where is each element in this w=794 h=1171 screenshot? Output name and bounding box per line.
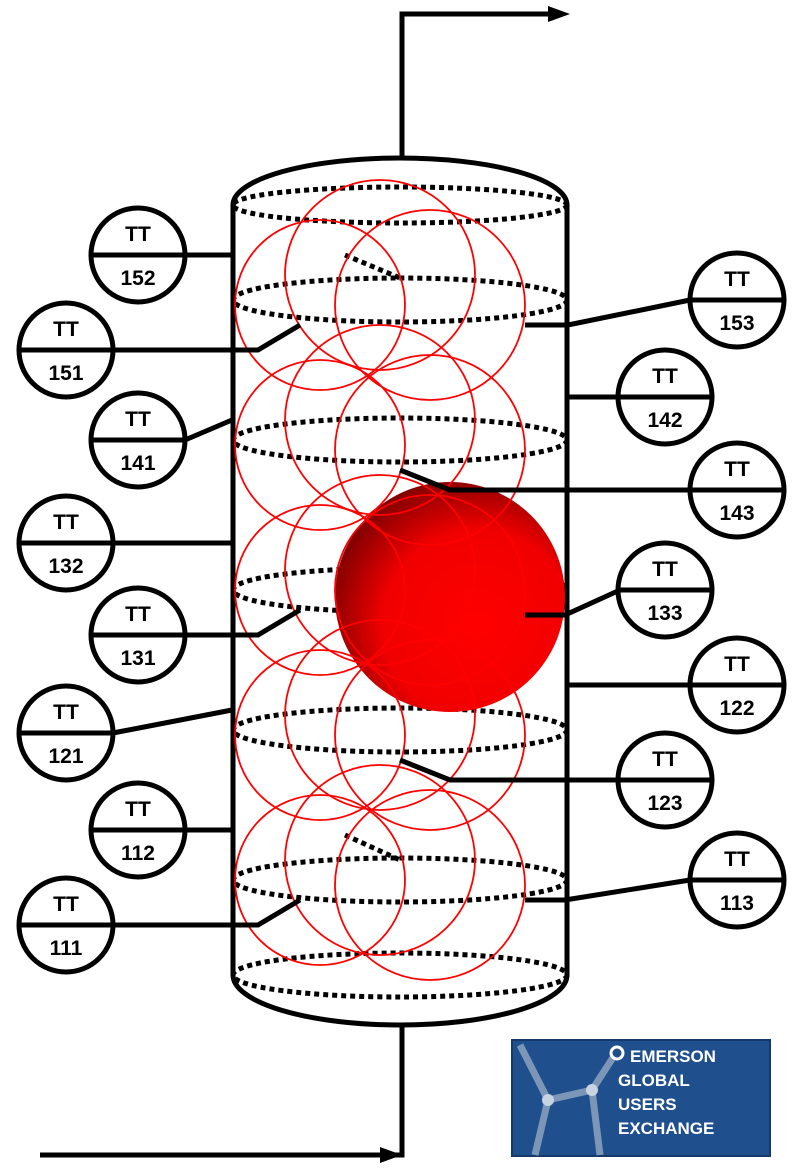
transmitter-tt152[interactable]: TT 152 (88, 205, 188, 305)
tt132-tag: TT (53, 511, 79, 534)
tt143-number: 143 (719, 502, 754, 525)
tt112-number: 112 (121, 842, 155, 865)
transmitter-tt131[interactable]: TT 131 (88, 585, 188, 685)
tt113-tag: TT (724, 848, 750, 871)
inlet-arrow-icon (380, 1147, 402, 1163)
emerson-logo: EMERSON GLOBAL USERS EXCHANGE (511, 1039, 771, 1157)
transmitter-tt122[interactable]: TT 122 (687, 635, 787, 735)
transmitter-tt123[interactable]: TT 123 (615, 730, 715, 830)
transmitter-tt112[interactable]: TT 112 (88, 780, 188, 880)
transmitter-tt141[interactable]: TT 141 (88, 390, 188, 490)
tt152-tag: TT (125, 223, 151, 246)
sensing-circles (234, 179, 526, 981)
network-nodes-icon (542, 1045, 625, 1106)
tt122-number: 122 (719, 697, 754, 720)
transmitter-tt121[interactable]: TT 121 (16, 683, 116, 783)
tt121-number: 121 (48, 745, 83, 768)
transmitter-tt151[interactable]: TT 151 (16, 300, 116, 400)
transmitter-tt111[interactable]: TT 111 (16, 875, 116, 975)
tt141-tag: TT (125, 408, 151, 431)
leader-lines (112, 252, 691, 928)
tt153-number: 153 (719, 312, 754, 335)
logo-line-2: GLOBAL (618, 1071, 690, 1090)
tt153-tag: TT (724, 268, 750, 291)
tt141-number: 141 (120, 452, 155, 475)
tt111-tag: TT (53, 893, 79, 916)
hot-spot (335, 482, 565, 712)
tt133-number: 133 (647, 602, 682, 625)
inlet-pipe (40, 1025, 405, 1163)
tt131-number: 131 (120, 647, 155, 670)
tt112-tag: TT (125, 798, 151, 821)
tt131-tag: TT (125, 603, 151, 626)
logo-line-4: EXCHANGE (618, 1119, 714, 1138)
tt113-number: 113 (720, 892, 754, 915)
tt142-number: 142 (647, 409, 682, 432)
tt143-tag: TT (724, 458, 750, 481)
transmitter-tt143[interactable]: TT 143 (687, 440, 787, 540)
tt142-tag: TT (652, 365, 678, 388)
tt123-tag: TT (652, 748, 678, 771)
outlet-arrow-icon (548, 6, 570, 22)
network-graphic-icon (516, 1043, 617, 1156)
transmitter-tt132[interactable]: TT 132 (16, 493, 116, 593)
tt121-tag: TT (53, 701, 79, 724)
tt151-tag: TT (53, 318, 79, 341)
transmitter-tt113[interactable]: TT 113 (687, 830, 787, 930)
tt152-number: 152 (120, 267, 155, 290)
transmitter-tt153[interactable]: TT 153 (687, 250, 787, 350)
vessel-bottom-head (230, 974, 570, 1028)
vessel-top-head (230, 155, 570, 206)
transmitters: TT 152 TT 151 TT 141 TT 132 TT 131 (16, 205, 787, 975)
transmitter-tt133[interactable]: TT 133 (615, 540, 715, 640)
tt122-tag: TT (724, 653, 750, 676)
logo-line-1: EMERSON (630, 1047, 716, 1066)
tt123-number: 123 (647, 792, 682, 815)
tt111-number: 111 (50, 937, 83, 960)
tt132-number: 132 (48, 555, 83, 578)
transmitter-tt142[interactable]: TT 142 (615, 347, 715, 447)
logo-line-3: USERS (618, 1095, 677, 1114)
tt133-tag: TT (652, 558, 678, 581)
tt151-number: 151 (48, 362, 83, 385)
outlet-pipe (399, 6, 570, 158)
